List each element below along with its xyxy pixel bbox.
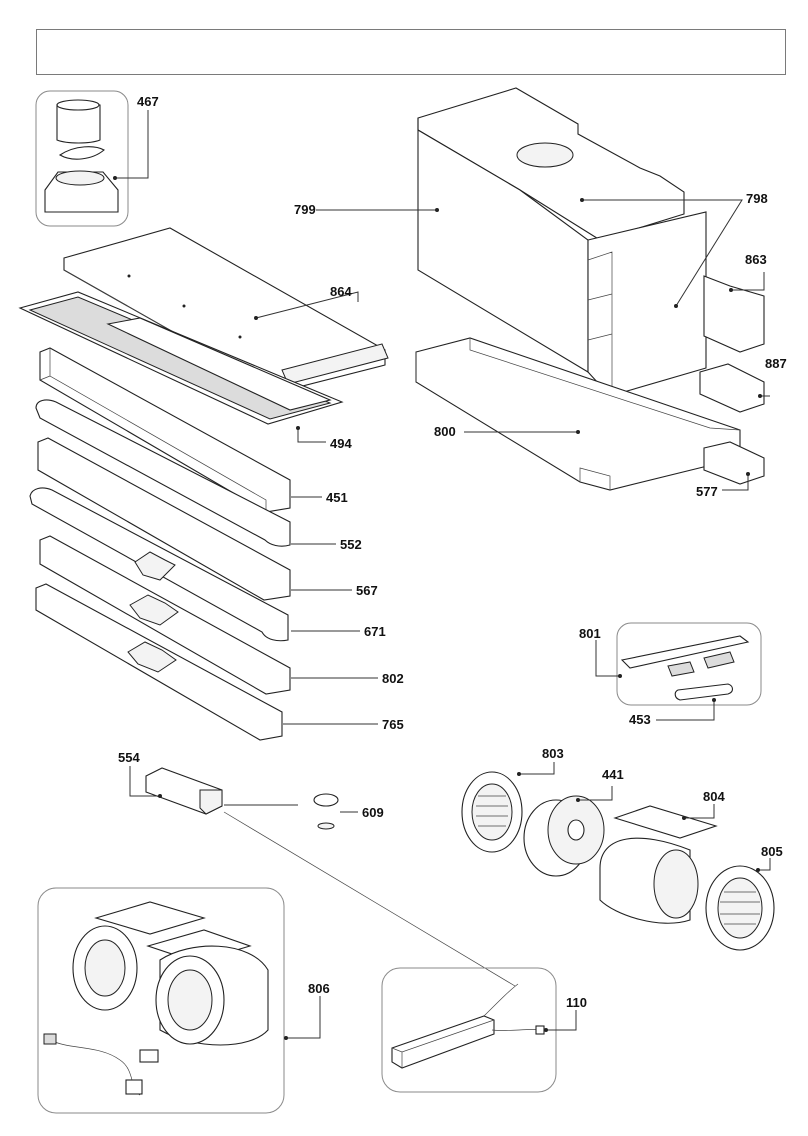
bracket-887 [699, 363, 765, 413]
leader-803 [519, 762, 555, 775]
double-blower-group: 806 [37, 887, 330, 1114]
leader-801 [595, 640, 620, 677]
label-806: 806 [308, 981, 330, 996]
profile-567 [37, 437, 291, 601]
control-cover-453 [674, 683, 734, 701]
leader-804 [684, 804, 715, 819]
label-467: 467 [137, 94, 159, 109]
label-577: 577 [696, 484, 718, 499]
label-453: 453 [629, 712, 651, 727]
label-863: 863 [745, 252, 767, 267]
leader-467 [115, 110, 149, 179]
detail-frame-806 [37, 887, 285, 1114]
blower-flange-804 [613, 805, 718, 839]
detail-frame-467 [35, 90, 129, 227]
transformer-group: 554 609 [118, 750, 516, 987]
lamp-609 [313, 793, 339, 807]
leader-577 [722, 474, 749, 491]
label-110: 110 [566, 995, 587, 1010]
base-frame-800 [415, 337, 741, 491]
hood-front-798 [587, 211, 707, 397]
label-552: 552 [340, 537, 362, 552]
leader-864 [255, 291, 359, 319]
title-box [36, 29, 786, 75]
control-board [620, 635, 750, 669]
duct-flap [58, 146, 105, 160]
leader-805 [758, 858, 771, 871]
detail-frame-801 [616, 622, 762, 706]
filter-panel [106, 317, 332, 411]
control-button-right [703, 651, 735, 669]
label-887: 887 [765, 356, 787, 371]
label-803: 803 [542, 746, 564, 761]
label-804: 804 [703, 789, 725, 804]
label-864: 864 [330, 284, 352, 299]
bracket-863 [703, 275, 765, 353]
clip-802 [129, 594, 179, 626]
duct-collar [56, 104, 101, 144]
transformer-110 [391, 1015, 495, 1069]
bracket-577 [703, 441, 765, 485]
label-494: 494 [330, 436, 352, 451]
profile-strips-group: 451 552 567 671 802 765 [29, 347, 404, 741]
leader-554 [129, 766, 160, 797]
leader-806 [286, 996, 321, 1039]
canopy-group: 864 494 [18, 227, 389, 451]
label-799: 799 [294, 202, 316, 217]
leader-863 [731, 272, 765, 291]
leader-110 [546, 1010, 577, 1031]
clip-567 [134, 551, 176, 581]
transformer-110-group: 110 [381, 967, 587, 1093]
duct-collar-rim [56, 99, 100, 111]
label-798: 798 [746, 191, 768, 206]
blower-group: 803 441 804 805 [461, 746, 783, 951]
label-567: 567 [356, 583, 378, 598]
label-441: 441 [602, 767, 624, 782]
leader-494 [297, 428, 326, 443]
control-panel-group: 801 453 [579, 622, 762, 727]
label-805: 805 [761, 844, 783, 859]
profile-552 [35, 399, 291, 547]
label-800: 800 [434, 424, 456, 439]
control-button-left [667, 661, 695, 677]
label-802: 802 [382, 671, 404, 686]
leader-441 [578, 786, 613, 801]
leader-798 [582, 199, 743, 307]
duct-adapter-group: 467 [35, 90, 159, 227]
duct-base-opening [55, 170, 105, 186]
cable-link [223, 811, 516, 987]
leader-453 [656, 700, 715, 721]
hood-body-group: 799 798 [294, 87, 768, 397]
label-554: 554 [118, 750, 140, 765]
label-451: 451 [326, 490, 348, 505]
clip-765 [127, 641, 177, 673]
lamp-ring [317, 822, 335, 830]
label-671: 671 [364, 624, 386, 639]
label-801: 801 [579, 626, 601, 641]
base-frame-group: 863 887 800 577 [415, 252, 787, 499]
hood-duct-opening [516, 142, 574, 168]
label-609: 609 [362, 805, 384, 820]
label-765: 765 [382, 717, 404, 732]
blower-flange-a [94, 901, 206, 935]
